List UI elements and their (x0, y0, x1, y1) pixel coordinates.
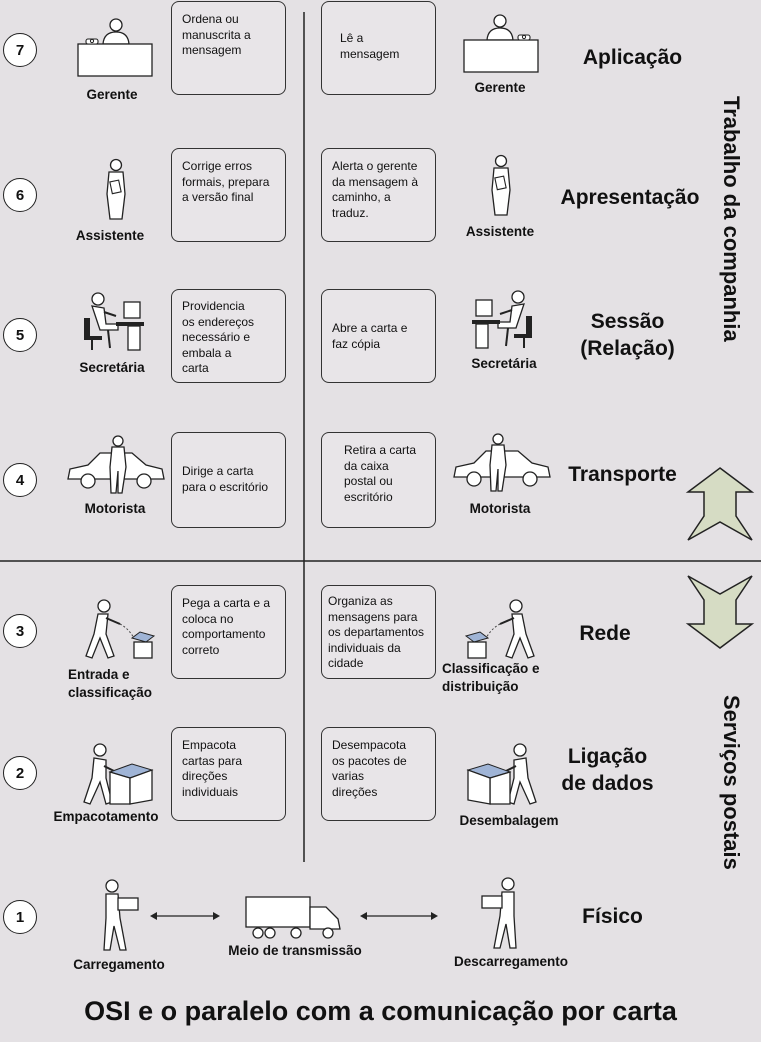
layer-number-1: 1 (3, 900, 37, 934)
layer-number-6: 6 (3, 178, 37, 212)
manager-desk-icon (463, 14, 539, 73)
diagram-title: OSI e o paralelo com a comunicação por c… (84, 996, 677, 1026)
layer-number-7: 7 (3, 33, 37, 67)
transmission-medium-label: Meio de transmissão (228, 943, 362, 958)
driver-car-icon (67, 435, 165, 494)
sorting-worker-icon (85, 599, 156, 659)
layer-name-6: Apresentação (560, 186, 700, 209)
up-arrow-icon (685, 467, 755, 541)
receiver-task-box-5: Abre a carta e faz cópia (321, 289, 436, 383)
sender-role-6: Assistente (75, 228, 145, 243)
layer-name-2: Ligação de dados (561, 745, 654, 795)
sender-task-box-7: Ordena ou manuscrita a mensagem (171, 1, 286, 95)
layer-name-4: Transporte (568, 463, 677, 486)
sender-task-box-6: Corrige erros formais, prepara a versão … (171, 148, 286, 242)
layer-name-3: Rede (579, 622, 631, 645)
receiver-role-1: Descarregamento (453, 954, 569, 969)
receiver-role-5: Secretária (471, 356, 537, 371)
receiver-role-3: Classificação e distribuição (442, 661, 540, 694)
sender-role-3: Entrada e classificação (68, 667, 153, 700)
packing-worker-icon (83, 743, 154, 805)
sorting-worker-icon (464, 599, 535, 659)
sender-task-box-4: Dirige a carta para o escritório (171, 432, 286, 528)
sender-task-box-2: Empacota cartas para direções individuai… (171, 727, 286, 821)
loading-worker-icon (103, 879, 139, 951)
receiver-task-box-6: Alerta o gerente da mensagem à caminho, … (321, 148, 436, 242)
driver-car-icon (453, 433, 551, 492)
sender-role-7: Gerente (86, 87, 138, 102)
layer-number-5: 5 (3, 318, 37, 352)
down-arrow-icon (685, 575, 755, 649)
group-label-postal-services: Serviços postais (719, 695, 744, 870)
receiver-role-6: Assistente (465, 224, 535, 239)
sender-role-5: Secretária (79, 360, 145, 375)
sender-task-box-5: Providencia os endereços necessário e em… (171, 289, 286, 383)
receiver-task-box-3: Organiza as mensagens para os departamen… (321, 585, 436, 679)
unloading-worker-icon (481, 877, 517, 949)
receiver-role-4: Motorista (469, 501, 531, 516)
sender-task-box-3: Pega a carta e a coloca no comportamento… (171, 585, 286, 679)
layer-name-5: Sessão (Relação) (580, 310, 675, 360)
layer-number-2: 2 (3, 756, 37, 790)
layer-number-4: 4 (3, 463, 37, 497)
secretary-computer-icon (472, 290, 532, 349)
sender-role-2: Empacotamento (53, 809, 159, 824)
receiver-task-box-2: Desempacota os pacotes de varias direçõe… (321, 727, 436, 821)
layer-name-1: Físico (582, 905, 643, 928)
secretary-computer-icon (84, 292, 144, 351)
layer-number-3: 3 (3, 614, 37, 648)
layer-name-7: Aplicação (582, 46, 683, 69)
assistant-icon (106, 158, 126, 220)
double-arrow-icon (360, 912, 438, 920)
unpacking-worker-icon (466, 743, 537, 805)
receiver-role-7: Gerente (474, 80, 526, 95)
sender-role-4: Motorista (84, 501, 146, 516)
double-arrow-icon (150, 912, 220, 920)
receiver-task-box-4: Retira a carta da caixa postal ou escrit… (321, 432, 436, 528)
truck-icon (245, 896, 341, 939)
group-label-company-work: Trabalho da companhia (719, 96, 744, 342)
assistant-icon (491, 154, 511, 216)
manager-desk-icon (77, 18, 153, 77)
receiver-task-box-7: Lê a mensagem (321, 1, 436, 95)
receiver-role-2: Desembalagem (459, 813, 559, 828)
sender-role-1: Carregamento (73, 957, 165, 972)
